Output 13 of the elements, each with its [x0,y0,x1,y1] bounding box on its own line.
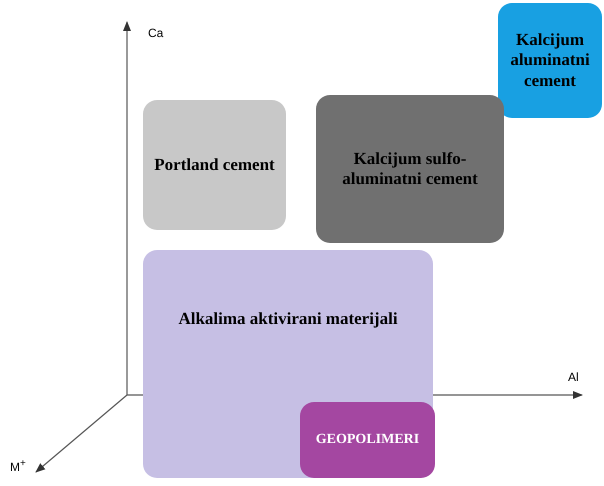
category-box [300,402,435,478]
axis-label: Ca [148,26,164,40]
category-box [498,3,602,118]
category-label: GEOPOLIMERI [316,432,420,448]
category-box [143,100,286,230]
category-label: Kalcijum sulfo-aluminatni cement [341,148,479,190]
category-label: Alkalima aktivirani materijali [178,308,398,330]
axis-label: M$^{+}$ [10,458,26,474]
category-box [143,250,433,478]
category-label: Portland cement [154,154,275,176]
axis-label: Al [568,370,579,384]
category-box [316,95,504,243]
category-label: Kalcijum aluminatni cement [509,30,591,92]
